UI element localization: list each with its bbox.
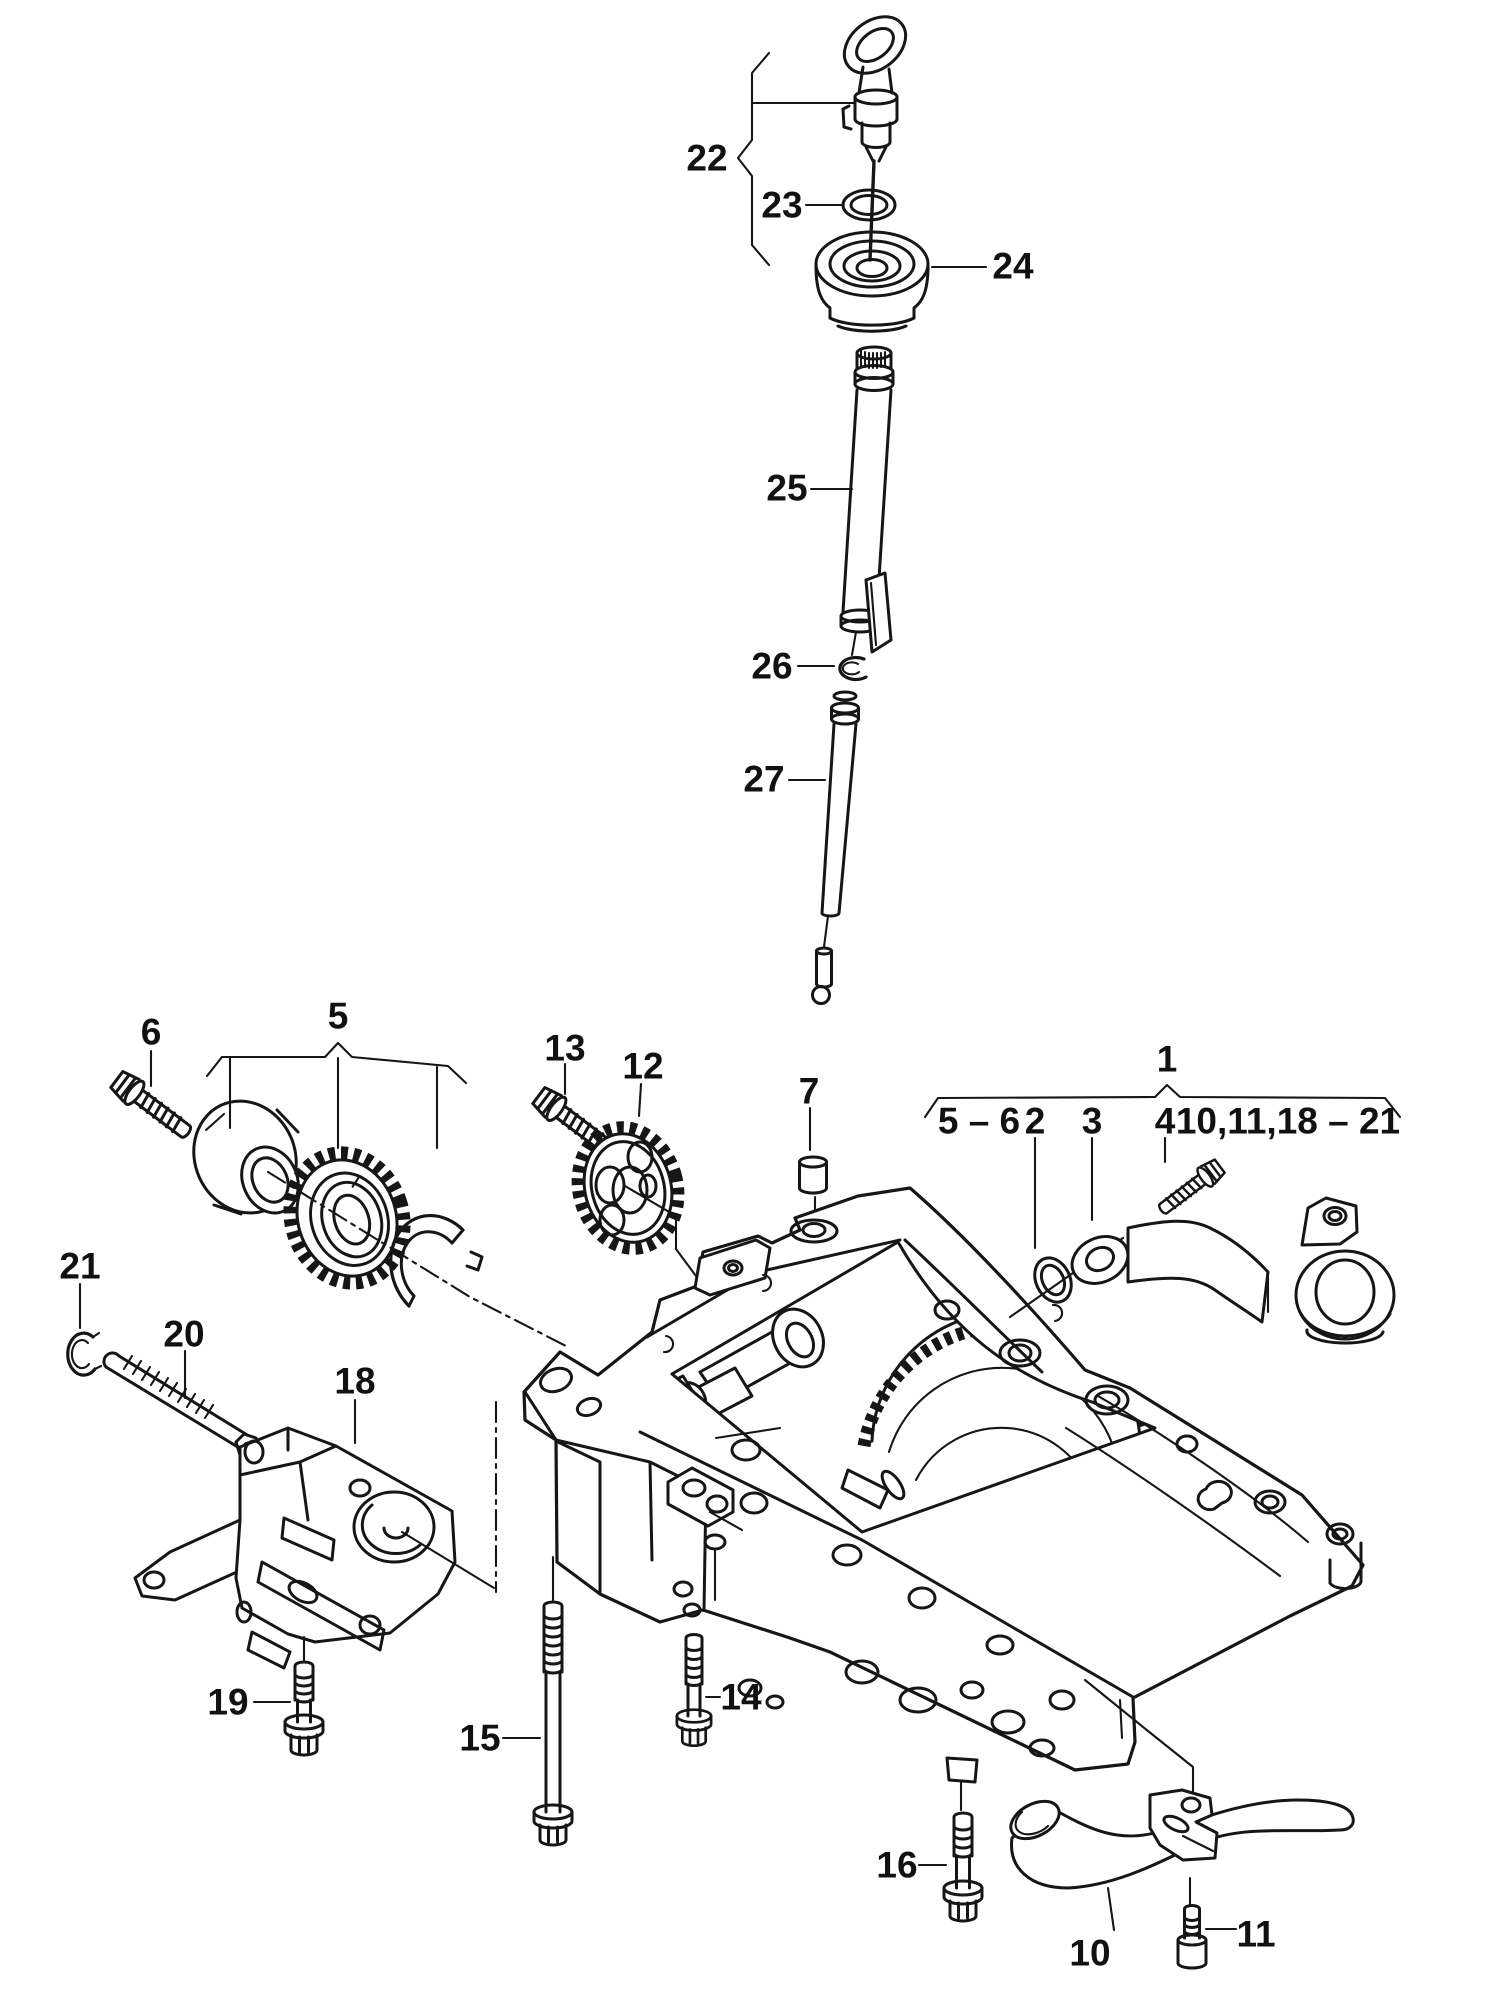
callout-11: 11 (1236, 1914, 1275, 1955)
bolt-6 (106, 1066, 199, 1147)
callout-14: 14 (720, 1677, 762, 1718)
callout-6: 6 (141, 1012, 162, 1053)
callout-22: 22 (686, 138, 727, 179)
horseshoe-washer (389, 1213, 484, 1308)
bolt-11 (1176, 1876, 1208, 1970)
bolt-4 (1152, 1155, 1228, 1221)
callout-25: 25 (766, 468, 807, 509)
callout-10: 10 (1069, 1933, 1110, 1974)
bracket-22 (736, 51, 771, 267)
callout-5: 5 (328, 996, 349, 1037)
bolt-19 (283, 1635, 325, 1757)
leader-lines (78, 51, 1402, 1932)
bolt-15 (532, 1555, 574, 1847)
callout-27: 27 (743, 759, 784, 800)
group-range-right: 10,11,18 – 21 (1176, 1101, 1400, 1142)
balance-shaft-housing (522, 1186, 1365, 1784)
group-range-left: 5 – 6 (938, 1101, 1020, 1142)
callout-12: 12 (622, 1046, 663, 1087)
balance-shaft-axis (266, 1170, 570, 1349)
circlip-21 (66, 1331, 103, 1377)
callout-18: 18 (334, 1361, 375, 1402)
suction-pipe-3 (1008, 1196, 1396, 1345)
callout-24: 24 (992, 246, 1034, 287)
balance-shaft-gear (283, 1146, 411, 1290)
bracket-5 (205, 1041, 468, 1085)
callout-15: 15 (459, 1718, 500, 1759)
dipstick-seal-23 (841, 188, 897, 222)
callout-1: 1 (1157, 1039, 1178, 1080)
oring-2 (1033, 1256, 1073, 1304)
oil-pump-body-18 (133, 1426, 457, 1670)
callout-3: 3 (1082, 1101, 1103, 1142)
callout-16: 16 (876, 1845, 917, 1886)
dipstick-lower-tube-27 (811, 690, 860, 1005)
bracket-1 (923, 1083, 1402, 1119)
dipstick-handle (842, 15, 908, 95)
bolt-14 (675, 1549, 717, 1748)
callout-19: 19 (207, 1682, 248, 1723)
callout-21: 21 (59, 1246, 100, 1287)
callout-23: 23 (761, 185, 802, 226)
callout-26: 26 (751, 646, 792, 687)
callout-labels: 22 23 24 25 26 27 6 5 13 12 7 1 5 – 6 2 … (59, 138, 1400, 1974)
bolt-16 (942, 1779, 984, 1923)
callout-13: 13 (544, 1028, 585, 1069)
callout-4: 4 (1155, 1101, 1176, 1142)
pickup-pipe-10 (1009, 1788, 1355, 1890)
idler-gear-12 (571, 1121, 698, 1278)
dipstick-clip-26 (838, 655, 868, 682)
dipstick-cap (841, 88, 899, 262)
pump-shaft-20 (102, 1351, 262, 1461)
dipstick-funnel-24 (814, 230, 930, 333)
dipstick-guide-tube-25 (839, 345, 895, 657)
pump-bore-line (400, 1530, 496, 1590)
callout-2: 2 (1025, 1101, 1046, 1142)
callout-20: 20 (163, 1314, 204, 1355)
callout-7: 7 (799, 1071, 820, 1112)
